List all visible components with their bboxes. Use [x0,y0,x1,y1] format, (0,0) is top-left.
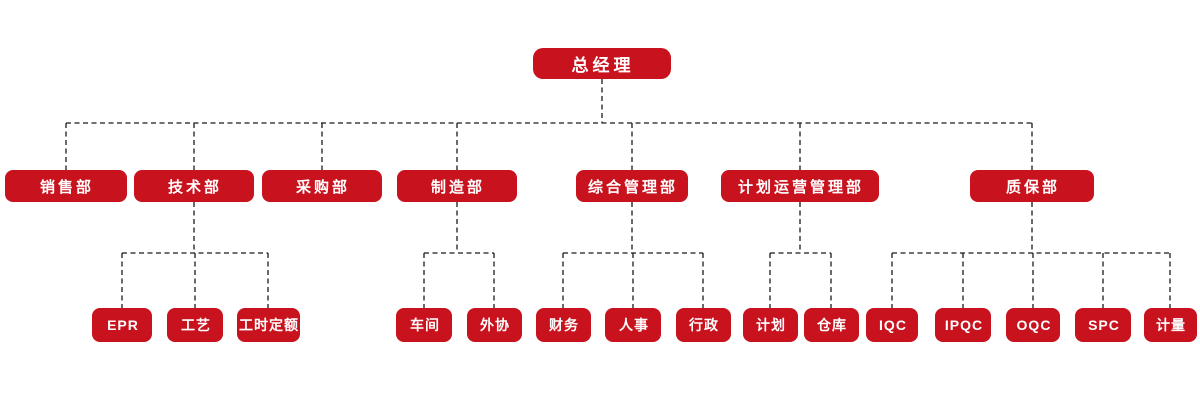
org-node-spc: SPC [1075,308,1131,342]
org-node-planning-operations-dept: 计划运营管理部 [721,170,879,202]
org-node-label: 采购部 [295,178,350,196]
org-node-label: 计划 [756,317,786,333]
org-node-label: EPR [107,317,139,333]
org-node-label: IQC [879,317,907,333]
org-node-label: 行政 [689,317,719,333]
org-node-sales-dept: 销售部 [5,170,127,202]
org-node-label: SPC [1088,317,1120,333]
org-node-label: 外协 [480,317,510,333]
org-node-oqc: OQC [1006,308,1060,342]
org-node-label: 仓库 [817,317,847,333]
org-node-quality-assurance-dept: 质保部 [970,170,1094,202]
org-node-warehouse: 仓库 [803,308,859,342]
org-node-planning: 计划 [742,308,798,342]
org-node-label: OQC [1016,317,1052,333]
org-node-finance: 财务 [535,308,591,342]
org-node-label: 人事 [619,317,649,333]
org-node-general-manager: 总经理 [533,48,671,79]
org-node-label: 工时定额 [239,317,299,333]
org-node-technology-dept: 技术部 [134,170,254,202]
org-node-iqc: IQC [866,308,918,342]
org-node-label: 车间 [410,317,440,333]
org-node-label: 综合管理部 [587,178,678,196]
org-node-label: 工艺 [181,317,211,333]
org-node-general-management-dept: 综合管理部 [576,170,688,202]
org-node-ipqc: IPQC [935,308,991,342]
org-node-workshop: 车间 [396,308,452,342]
org-node-administration: 行政 [675,308,731,342]
org-node-label: 计划运营管理部 [737,178,864,196]
org-node-label: 技术部 [167,178,222,196]
org-node-label: 财务 [549,317,579,333]
org-node-epr: EPR [92,308,152,342]
org-node-label: IPQC [944,317,984,333]
org-node-label: 质保部 [1005,178,1060,196]
org-node-label: 计量 [1156,317,1186,333]
org-node-label: 制造部 [430,178,485,196]
org-node-manufacturing-dept: 制造部 [397,170,517,202]
org-node-process: 工艺 [167,308,223,342]
org-node-labor-quota: 工时定额 [236,308,300,342]
org-node-hr: 人事 [605,308,661,342]
org-node-outsourcing: 外协 [466,308,522,342]
org-node-label: 销售部 [39,178,94,196]
org-node-label: 总经理 [571,56,635,75]
org-node-purchasing-dept: 采购部 [262,170,382,202]
org-node-metrology: 计量 [1143,308,1197,342]
